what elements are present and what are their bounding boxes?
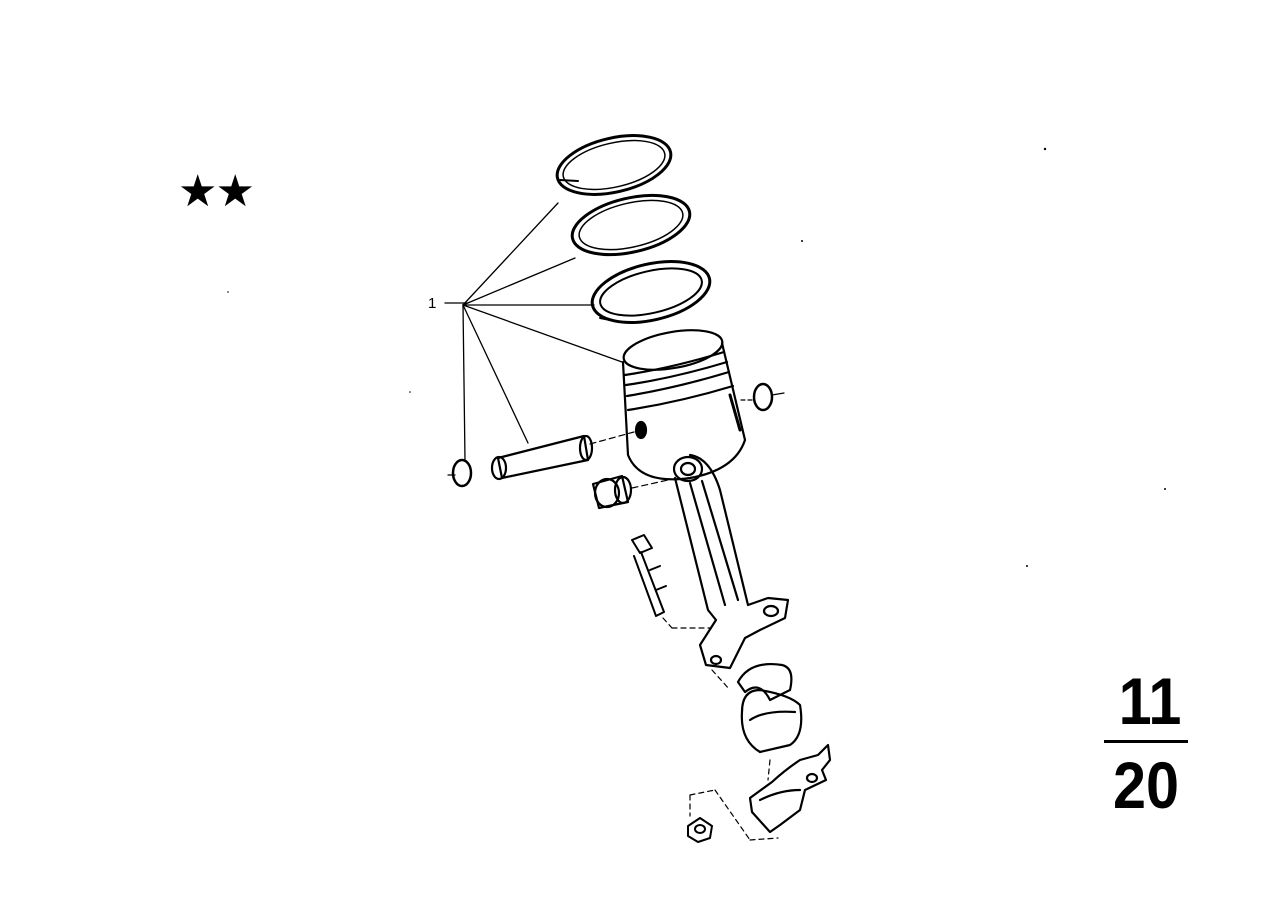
callout-number-1: 1 xyxy=(428,295,437,312)
rod-cap xyxy=(748,743,832,834)
callout-leader-lines xyxy=(444,202,623,461)
group-number-divider xyxy=(1104,740,1188,743)
piston-ring-2 xyxy=(570,193,692,257)
piston-ring-3 xyxy=(590,260,712,324)
small-end-bushing xyxy=(591,474,669,510)
star-marker: ★★ xyxy=(178,166,255,217)
circlip-left xyxy=(447,458,473,488)
group-number-top: 11 xyxy=(1118,664,1182,738)
circlip-right xyxy=(740,382,785,412)
rod-nut xyxy=(687,789,779,843)
connecting-rod xyxy=(672,453,790,670)
piston-ring-1 xyxy=(555,134,673,196)
piston xyxy=(621,329,747,481)
piston-pin xyxy=(490,431,635,481)
rod-bolt xyxy=(631,534,711,629)
scan-specks xyxy=(227,147,1166,567)
group-number-bottom: 20 xyxy=(1112,748,1180,822)
bearing-shells xyxy=(711,663,803,754)
